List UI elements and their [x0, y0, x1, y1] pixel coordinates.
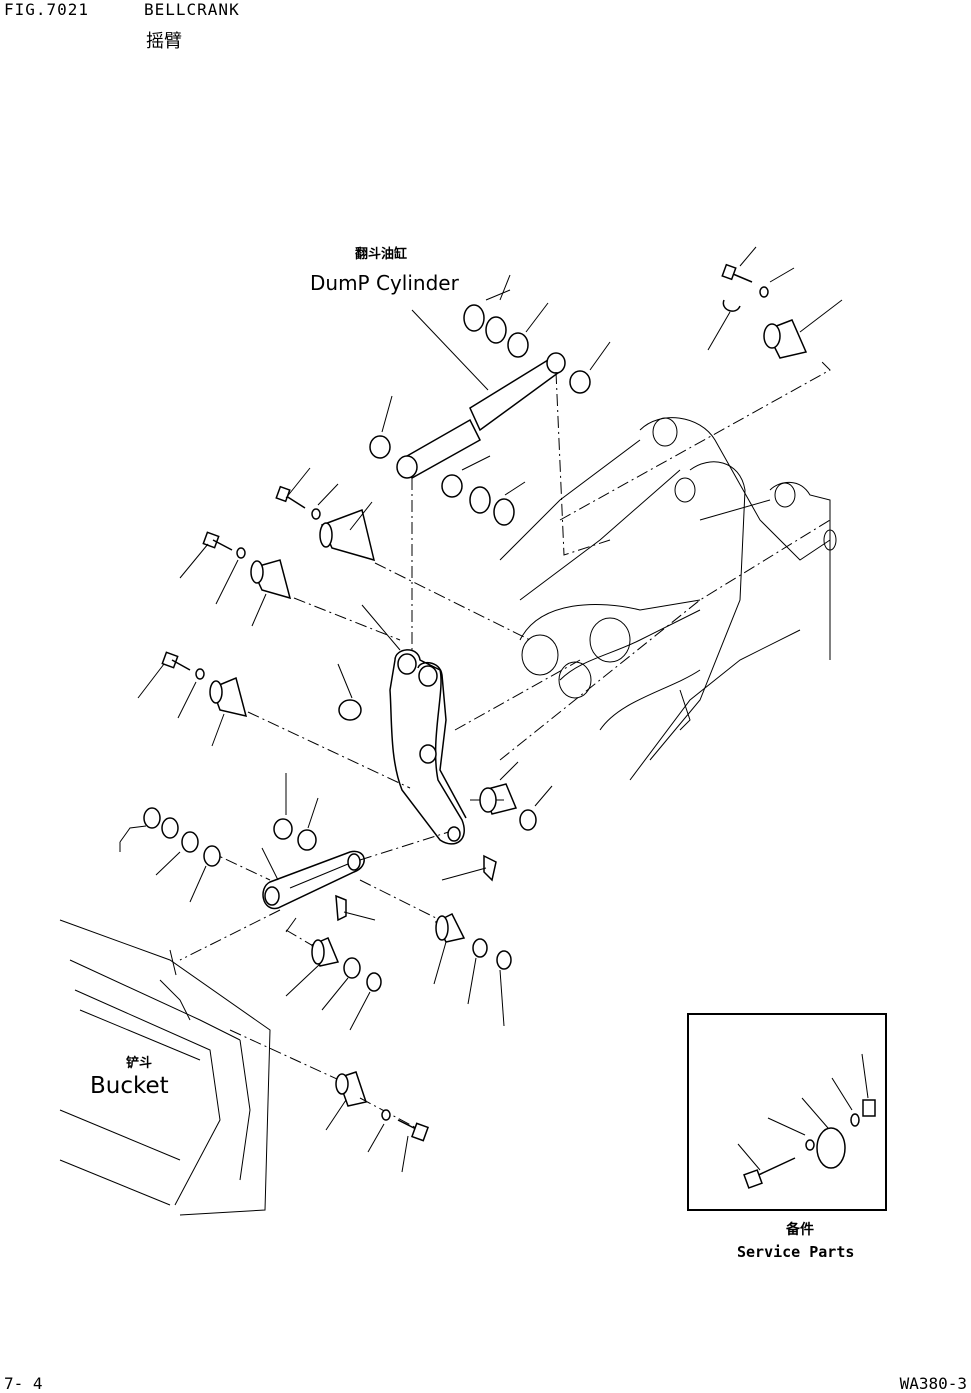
service-parts-label-cn: 备件: [786, 1222, 814, 1238]
bellcrank: [361, 604, 467, 845]
link: [261, 847, 376, 933]
cylinder-shims: [369, 274, 611, 526]
bucket: [59, 919, 429, 1216]
figure-title: BELLCRANK: [144, 0, 240, 19]
model-number: WA380-3: [899, 1374, 967, 1393]
service-parts-label: Service Parts: [737, 1243, 855, 1261]
bellcrank-bushings: [337, 663, 553, 882]
dump-cylinder: [396, 309, 566, 479]
link-lower-parts: [285, 912, 512, 1031]
figure-title-cn: 摇臂: [146, 31, 182, 52]
page-number: 7- 4: [4, 1374, 43, 1393]
loader-frame: [499, 417, 837, 781]
cylinder-pin-set: [137, 467, 376, 747]
dump-cylinder-label-cn: 翻斗油缸: [355, 247, 408, 262]
bucket-label: Bucket: [90, 1073, 169, 1099]
service-parts-box: [687, 1013, 887, 1211]
link-seals: [119, 773, 319, 903]
dump-cylinder-label: DumP Cylinder: [310, 271, 459, 295]
figure-id: FIG.7021: [4, 0, 90, 19]
bucket-label-cn: 铲斗: [126, 1056, 153, 1071]
upper-right-parts: [707, 246, 843, 359]
